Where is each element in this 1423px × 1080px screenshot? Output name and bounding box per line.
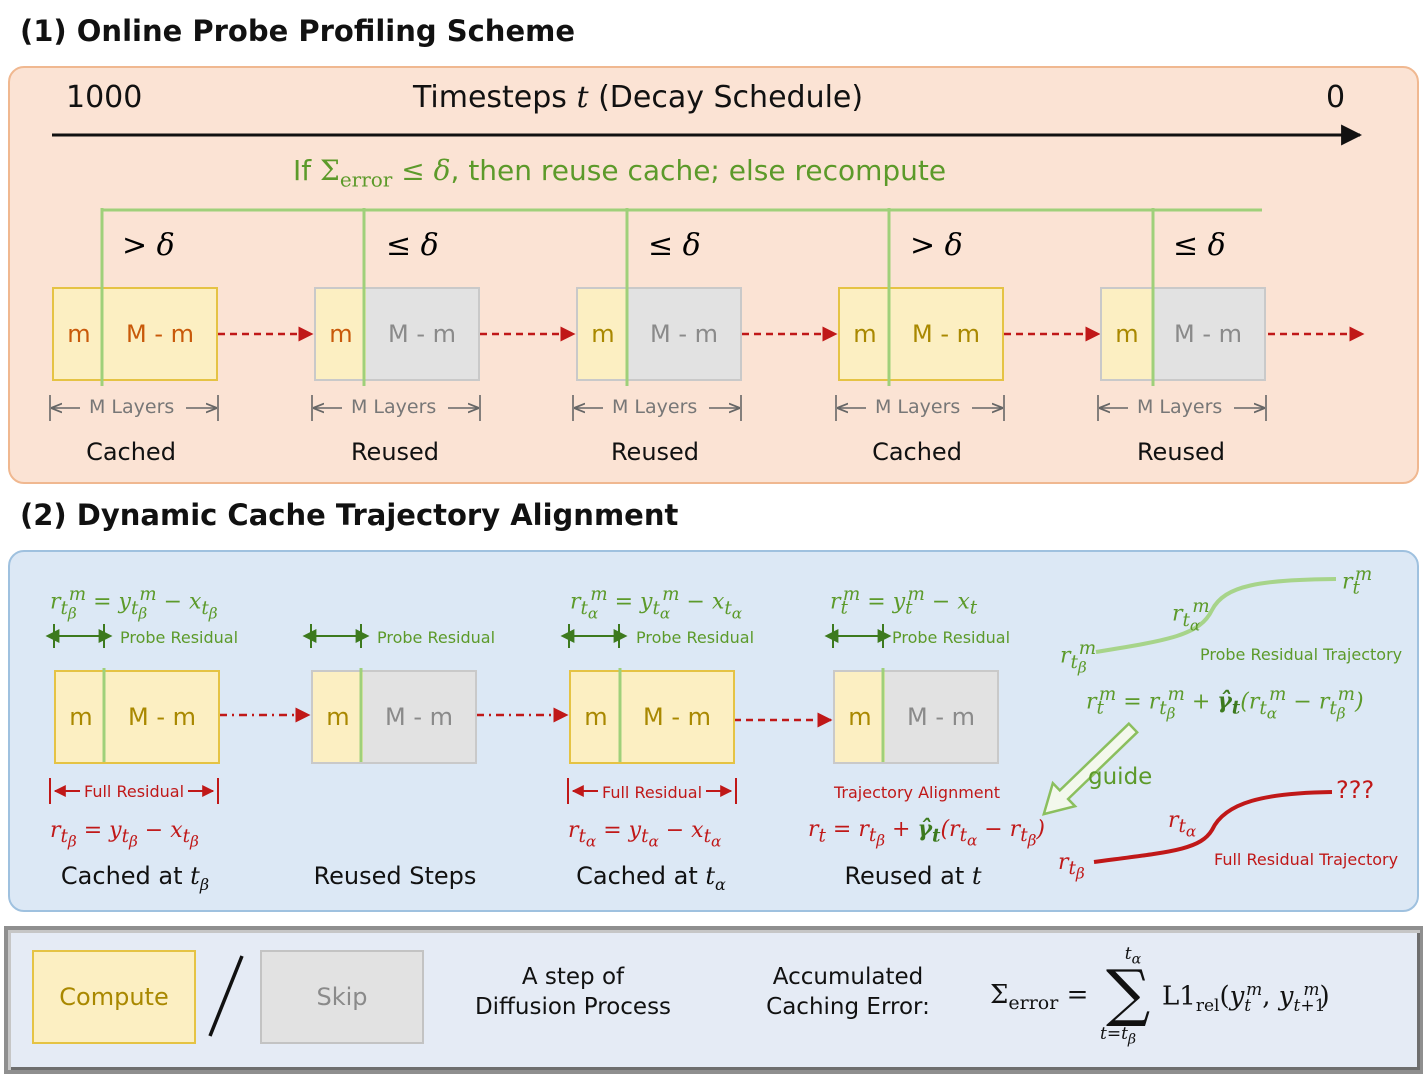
probe-residual-label: Probe Residual xyxy=(120,628,239,647)
probe-residual-label: Probe Residual xyxy=(892,628,1011,647)
alignment-equation: rt = rtβ + γ̂t(rtα − rtβ) xyxy=(808,816,1045,851)
probe-split-lines xyxy=(100,208,1155,386)
step-result: Reused xyxy=(350,438,440,466)
skipped-layers: M - m xyxy=(1173,320,1242,348)
layers-span-label: M Layers xyxy=(1137,396,1223,418)
step-block-1: m M - m xyxy=(52,287,218,381)
legend-slash xyxy=(208,955,244,1037)
skipped-layers: M - m xyxy=(649,320,718,348)
align-block-2: m M - m xyxy=(311,670,477,764)
layers-span-label: M Layers xyxy=(351,396,437,418)
probe-layers: m xyxy=(584,703,608,731)
full-point-beta: rtβ xyxy=(1058,850,1085,884)
probe-layers: m xyxy=(326,703,350,731)
probe-layers: m xyxy=(591,320,615,348)
step-block-2: m M - m xyxy=(314,287,480,381)
legend-skip: Skip xyxy=(260,950,424,1044)
alignment-diagram xyxy=(45,577,1337,864)
align-block-4: m M - m xyxy=(833,670,999,764)
legend-panel xyxy=(4,926,1423,1074)
probe-layers: m xyxy=(1115,320,1139,348)
timeline-end: 0 xyxy=(1326,80,1346,115)
probe-point-alpha: rtαm xyxy=(1172,596,1210,635)
skipped-layers: M - m xyxy=(387,320,456,348)
probe-residual-label: Probe Residual xyxy=(377,628,496,647)
probe-trajectory-curve xyxy=(1095,577,1337,654)
step-block-4: m M - m xyxy=(838,287,1004,381)
timeline-start: 1000 xyxy=(66,80,143,115)
probe-split-lines xyxy=(102,668,885,762)
timeline-label: Timesteps t (Decay Schedule) xyxy=(413,80,864,115)
probe-equation-3: rtαm = ytαm − xtα xyxy=(570,584,743,623)
step-result: Reused xyxy=(1136,438,1226,466)
layers-span-label: M Layers xyxy=(875,396,961,418)
legend-step-line1: A step of xyxy=(521,964,625,990)
error-formula: Σerror = tα ∑ t=tβ L1rel(ytm, yt+1m) xyxy=(990,944,1330,1048)
threshold-2: ≤ δ xyxy=(386,228,439,263)
probe-trajectory-label: Probe Residual Trajectory xyxy=(1200,645,1403,664)
guide-arrow xyxy=(1041,721,1139,816)
full-residual-label: Full Residual xyxy=(602,783,703,802)
legend-step-line2: Diffusion Process xyxy=(474,994,672,1020)
probe-layers: m xyxy=(67,320,91,348)
threshold-4: > δ xyxy=(910,228,963,263)
probe-layers: m xyxy=(853,320,877,348)
probe-trajectory-equation: rtm = rtβm + γ̂t(rtαm − rtβm) xyxy=(1086,684,1364,723)
threshold-5: ≤ δ xyxy=(1173,228,1226,263)
profiling-diagram xyxy=(49,124,1365,421)
skipped-layers: M - m xyxy=(384,703,453,731)
threshold-3: ≤ δ xyxy=(648,228,701,263)
layers-span-label: M Layers xyxy=(612,396,698,418)
step-result: Cached xyxy=(86,438,176,466)
remaining-layers: M - m xyxy=(911,320,980,348)
legend-skip-label: Skip xyxy=(316,983,368,1011)
probe-layers: m xyxy=(848,703,872,731)
probe-point-beta: rtβm xyxy=(1060,638,1097,677)
full-point-unknown: ??? xyxy=(1336,776,1375,804)
step-caption: Cached at tα xyxy=(576,862,726,894)
full-trajectory-curve xyxy=(1093,790,1333,864)
guide-label: guide xyxy=(1088,764,1153,790)
probe-layers: m xyxy=(69,703,93,731)
section2-title: (2) Dynamic Cache Trajectory Alignment xyxy=(20,498,679,532)
step-caption: Reused at t xyxy=(844,862,982,890)
remaining-layers: M - m xyxy=(127,703,196,731)
step-block-3: m M - m xyxy=(576,287,742,381)
section1-title: (1) Online Probe Profiling Scheme xyxy=(20,14,576,48)
probe-equation-4: rtm = ytm − xt xyxy=(830,584,978,619)
step-caption: Cached at tβ xyxy=(60,862,210,894)
legend-step-desc: A step of Diffusion Process xyxy=(460,962,686,1022)
threshold-1: > δ xyxy=(122,228,175,263)
probe-equation-1: rtβm = ytβm − xtβ xyxy=(50,584,218,623)
legend-compute: Compute xyxy=(32,950,196,1044)
remaining-layers: M - m xyxy=(642,703,711,731)
full-residual-equation-1: rtβ = ytβ − xtβ xyxy=(50,818,199,852)
full-residual-label: Full Residual xyxy=(84,782,185,801)
step-block-5: m M - m xyxy=(1100,287,1266,381)
align-block-3: m M - m xyxy=(569,670,735,764)
trajectory-alignment-label: Trajectory Alignment xyxy=(834,783,1001,802)
probe-residual-label: Probe Residual xyxy=(636,628,755,647)
probe-point-t: rtm xyxy=(1342,564,1373,599)
layers-span-label: M Layers xyxy=(89,396,175,418)
legend-error-line1: Accumulated xyxy=(772,964,924,990)
legend-compute-label: Compute xyxy=(59,983,169,1011)
reuse-rule: If Σerror ≤ δ, then reuse cache; else re… xyxy=(293,154,947,192)
full-residual-equation-3: rtα = ytα − xtα xyxy=(568,818,722,852)
legend-error-desc: Accumulated Caching Error: xyxy=(750,962,946,1022)
step-result: Reused xyxy=(610,438,700,466)
full-point-alpha: rtα xyxy=(1168,808,1197,842)
full-trajectory-label: Full Residual Trajectory xyxy=(1214,850,1399,869)
probe-layers: m xyxy=(329,320,353,348)
step-caption: Reused Steps xyxy=(313,862,477,890)
legend-error-line2: Caching Error: xyxy=(766,994,930,1020)
step-result: Cached xyxy=(872,438,962,466)
remaining-layers: M - m xyxy=(125,320,194,348)
skipped-layers: M - m xyxy=(906,703,975,731)
align-block-1: m M - m xyxy=(54,670,220,764)
